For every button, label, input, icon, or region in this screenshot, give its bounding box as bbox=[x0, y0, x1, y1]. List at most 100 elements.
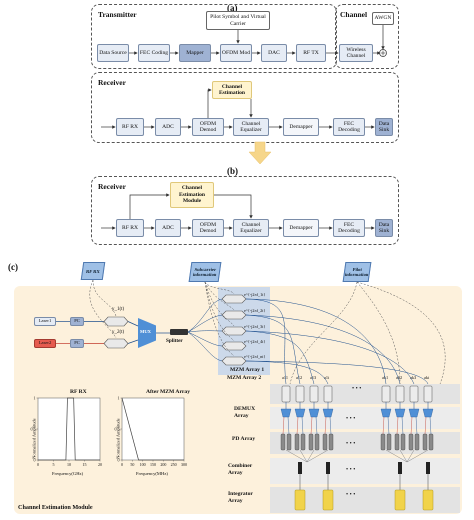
mzm-array-2-label: MZM Array 2 bbox=[227, 375, 262, 381]
mzm1-icon-5 bbox=[221, 356, 247, 366]
wireless-channel-block: Wireless Channel bbox=[339, 44, 373, 62]
chart2-xlabel: Frequency(MHz) bbox=[136, 471, 168, 476]
chart2-series-line bbox=[121, 397, 184, 461]
tx-block-ofdm-mod: OFDM Mod bbox=[220, 44, 252, 62]
demux-pd-link-a-8 bbox=[424, 416, 427, 435]
pd-a-icon-2 bbox=[294, 433, 300, 451]
ellipsis-4: • • • bbox=[346, 467, 356, 473]
demux-pd-link-b-2 bbox=[301, 416, 304, 435]
pd-a-icon-5 bbox=[380, 433, 386, 451]
mzm1-icon-3 bbox=[221, 326, 247, 336]
mzm2-icon-8 bbox=[423, 385, 433, 403]
chart2-xtick-label-3: 150 bbox=[150, 462, 156, 467]
pc-2: PC bbox=[70, 339, 84, 348]
mzm2-icon-5 bbox=[381, 385, 391, 403]
laser-2: Laser2 bbox=[34, 339, 56, 348]
integrator-icon-3 bbox=[394, 489, 406, 511]
mzm2-icon-2 bbox=[295, 385, 305, 403]
channel-estimation-a: Channel Estimation bbox=[212, 81, 252, 99]
channel-section bbox=[335, 4, 399, 69]
carrier-2: e^{-j2πf_2t} bbox=[244, 308, 266, 313]
pd-a-icon-6 bbox=[394, 433, 400, 451]
demux-pd-link-a-5 bbox=[382, 416, 385, 435]
pilot-symbol-box: Pilot Symbol and Virtual Carrier bbox=[206, 11, 270, 30]
chart2-title: After MZM Array bbox=[146, 389, 191, 395]
rx-a-channel-equalizer: Channel Equalizer bbox=[233, 118, 269, 136]
weight-a13: a13 bbox=[310, 375, 317, 380]
tx-block-dac: DAC bbox=[261, 44, 287, 62]
chart1-ytick-label-2: 1 bbox=[34, 395, 36, 400]
demux-pd-link-b-7 bbox=[415, 416, 418, 435]
receiver-a-section bbox=[91, 72, 399, 143]
combiner-icon-2 bbox=[326, 462, 330, 474]
chart2-xtick-label-0: 0 bbox=[121, 462, 123, 467]
demux-icon-1 bbox=[280, 408, 292, 418]
pc-1: PC bbox=[70, 317, 84, 326]
pd-a-icon-3 bbox=[308, 433, 314, 451]
chart2-ytick-label-0: 0 bbox=[118, 457, 120, 462]
mzm2-icon-7 bbox=[409, 385, 419, 403]
carrier-n: e^{-j2πf_nt} bbox=[244, 354, 266, 359]
demux-icon-8 bbox=[422, 408, 434, 418]
rx-b-demapper: Demapper bbox=[283, 219, 319, 237]
combiner-icon-4 bbox=[426, 462, 430, 474]
mzm-array-1-label: MZM Array 1 bbox=[230, 367, 265, 373]
chart1-xtick-label-2: 10 bbox=[67, 462, 71, 467]
channel-title: Channel bbox=[340, 10, 368, 19]
pd-b-icon-4 bbox=[328, 433, 334, 451]
ellipsis-2: • • • bbox=[346, 416, 356, 422]
rx-a-ofdm-demod: OFDM Demod bbox=[192, 118, 224, 136]
chart1-xtick-label-3: 15 bbox=[83, 462, 87, 467]
pd-combiner-link-6 bbox=[399, 449, 408, 463]
chart1-xtick-label-0: 0 bbox=[37, 462, 39, 467]
rx-b-rf-rx: RF RX bbox=[116, 219, 144, 237]
rx-b-channel-equalizer: Channel Equalizer bbox=[233, 219, 269, 237]
pd-a-icon-1 bbox=[280, 433, 286, 451]
signal-y1: y_1(t) bbox=[112, 307, 125, 312]
pd-combiner-link-7 bbox=[406, 449, 415, 463]
splitter-shape bbox=[170, 329, 188, 335]
demux-pd-link-b-3 bbox=[315, 416, 318, 435]
mzm1-icon-4 bbox=[221, 341, 247, 351]
pd-combiner-link-4 bbox=[306, 449, 329, 463]
pd-b-icon-5 bbox=[386, 433, 392, 451]
mzm2-icon-6 bbox=[395, 385, 405, 403]
pd-a-icon-4 bbox=[322, 433, 328, 451]
rx-a-rf-rx: RF RX bbox=[116, 118, 144, 136]
combiner-array-label: Combiner Array bbox=[228, 463, 253, 476]
chart1-ytick-label-0: 0 bbox=[34, 457, 36, 462]
chart2-xtick-label-1: 50 bbox=[130, 462, 134, 467]
rx-a-demapper: Demapper bbox=[283, 118, 319, 136]
module-title: Channel Estimation Module bbox=[18, 504, 93, 511]
integrator-icon-1 bbox=[294, 489, 306, 511]
demux-icon-4 bbox=[322, 408, 334, 418]
panel-c-label: (c) bbox=[8, 262, 18, 272]
demux-pd-link-b-4 bbox=[329, 416, 332, 435]
pd-array-label: PD Array bbox=[232, 436, 256, 442]
demux-pd-link-b-8 bbox=[429, 416, 432, 435]
rx-a-fec-decoding: FEC Decoding bbox=[333, 118, 365, 136]
demux-pd-link-a-3 bbox=[310, 416, 313, 435]
tx-block-data-source: Data Source bbox=[97, 44, 129, 62]
demux-icon-3 bbox=[308, 408, 320, 418]
combiner-icon-1 bbox=[298, 462, 302, 474]
demux-pd-link-a-2 bbox=[296, 416, 299, 435]
rx-b-fec-decoding: FEC Decoding bbox=[333, 219, 365, 237]
mzm1-icon-2 bbox=[221, 310, 247, 320]
pd-a-icon-8 bbox=[422, 433, 428, 451]
combiner-icon-3 bbox=[398, 462, 402, 474]
mzm1-icon-1 bbox=[221, 294, 247, 304]
channel-estimation-module-b: Channel Estimation Module bbox=[170, 182, 214, 208]
pd-b-icon-7 bbox=[414, 433, 420, 451]
demux-pd-link-a-1 bbox=[282, 416, 285, 435]
pd-b-icon-2 bbox=[300, 433, 306, 451]
carrier-3: e^{-j2πf_3t} bbox=[244, 324, 266, 329]
weight-a12: a12 bbox=[296, 375, 303, 380]
rx-b-ofdm-demod: OFDM Demod bbox=[192, 219, 224, 237]
receiver-b-title: Receiver bbox=[98, 182, 126, 191]
demux-icon-2 bbox=[294, 408, 306, 418]
chart1-ytick-label-1: 0.5 bbox=[31, 426, 36, 431]
